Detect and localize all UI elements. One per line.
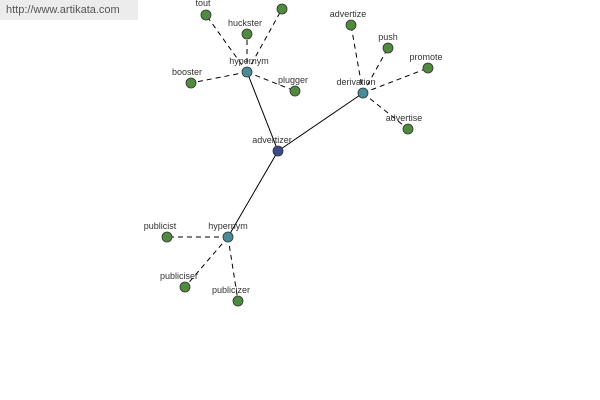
dot-advertise[interactable] — [402, 123, 414, 135]
label-hypernym-bottom: hypernym — [208, 221, 248, 231]
dot-topleaf[interactable] — [276, 3, 288, 15]
dot-tout[interactable] — [200, 9, 212, 21]
edge-center-hyper1 — [246, 71, 279, 152]
node-publicist[interactable]: publicist — [144, 221, 177, 243]
edge-deriv-promote — [362, 67, 429, 94]
node-advertizer[interactable]: advertizer — [252, 135, 292, 157]
dot-publiciser[interactable] — [179, 281, 191, 293]
label-promote: promote — [409, 52, 442, 62]
node-promote[interactable]: promote — [409, 52, 443, 74]
watermark-url[interactable]: http://www.artikata.com — [0, 0, 138, 20]
node-tout[interactable]: tout — [195, 0, 212, 21]
node-advertise[interactable]: advertise — [386, 113, 423, 135]
edge-hyper2-publiciser — [184, 236, 229, 288]
label-advertise: advertise — [386, 113, 423, 123]
dot-advertizer[interactable] — [272, 145, 284, 157]
node-plugger[interactable]: plugger — [278, 75, 308, 97]
dot-huckster[interactable] — [241, 28, 253, 40]
label-tout: tout — [195, 0, 211, 8]
dot-hypernym-top[interactable] — [241, 66, 253, 78]
edge-hyper1-topleaf — [246, 8, 283, 73]
node-booster[interactable]: booster — [172, 67, 202, 89]
label-huckster: huckster — [228, 18, 262, 28]
dot-advertize[interactable] — [345, 19, 357, 31]
label-hypernym-top: hypernym — [229, 56, 269, 66]
label-push: push — [378, 32, 398, 42]
edge-hyper2-publicizer — [227, 236, 239, 302]
label-publicizer: publicizer — [212, 285, 250, 295]
label-derivation: derivation — [336, 77, 375, 87]
node-advertize[interactable]: advertize — [330, 9, 367, 31]
node-huckster[interactable]: huckster — [228, 18, 262, 40]
node-derivation[interactable]: derivation — [336, 77, 376, 99]
edge-hyper1-booster — [190, 71, 248, 84]
dot-derivation[interactable] — [357, 87, 369, 99]
node-hypernym-bottom[interactable]: hypernym — [208, 221, 248, 243]
label-publiciser: publiciser — [160, 271, 198, 281]
node-publicizer[interactable]: publicizer — [212, 285, 250, 307]
edges — [167, 8, 429, 302]
node-hypernym-top[interactable]: hypernym — [229, 56, 269, 78]
dot-publicist[interactable] — [161, 231, 173, 243]
label-booster: booster — [172, 67, 202, 77]
label-plugger: plugger — [278, 75, 308, 85]
node-push[interactable]: push — [378, 32, 398, 54]
dot-plugger[interactable] — [289, 85, 301, 97]
dot-hypernym-bottom[interactable] — [222, 231, 234, 243]
edge-hyper1-tout — [205, 14, 248, 73]
edge-deriv-advertise — [362, 92, 409, 130]
dot-booster[interactable] — [185, 77, 197, 89]
dot-publicizer[interactable] — [232, 295, 244, 307]
node-publiciser[interactable]: publiciser — [160, 271, 198, 293]
label-publicist: publicist — [144, 221, 177, 231]
edge-center-hyper2 — [227, 150, 279, 238]
label-advertizer: advertizer — [252, 135, 292, 145]
dot-push[interactable] — [382, 42, 394, 54]
label-advertize: advertize — [330, 9, 367, 19]
dot-promote[interactable] — [422, 62, 434, 74]
nodes: advertizer hypernym derivation hypernym … — [144, 0, 443, 307]
edge-deriv-advertize — [350, 24, 364, 94]
edge-center-deriv — [277, 92, 364, 152]
node-topleaf[interactable] — [276, 3, 288, 15]
